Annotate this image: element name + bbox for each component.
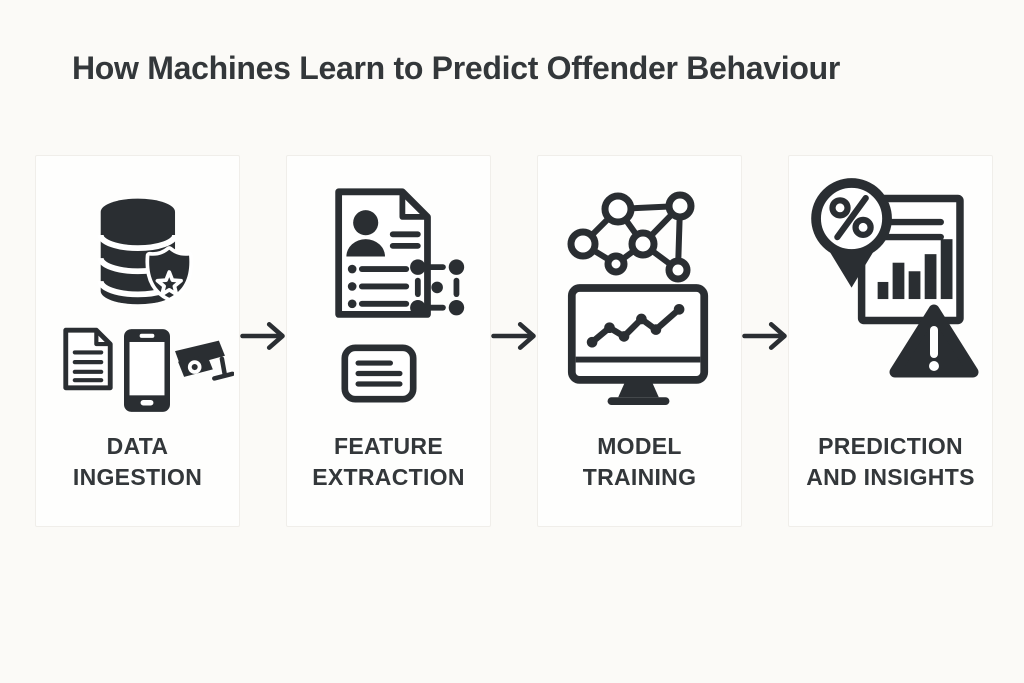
notes-icon bbox=[341, 344, 417, 403]
profile-document-icon bbox=[335, 188, 465, 318]
stage-label: PREDICTION AND INSIGHTS bbox=[806, 433, 975, 491]
cctv-camera-icon bbox=[175, 340, 234, 381]
line-chart-icon bbox=[586, 304, 685, 348]
stage-prediction-insights: PREDICTION AND INSIGHTS bbox=[788, 155, 993, 527]
stage-feature-extraction: FEATURE EXTRACTION bbox=[286, 155, 491, 527]
stage-data-ingestion: DATA INGESTION bbox=[35, 155, 240, 527]
feature-grid-icon bbox=[410, 259, 465, 316]
monitor-line-chart-icon bbox=[567, 284, 709, 406]
document-icon bbox=[63, 327, 113, 391]
network-graph-icon bbox=[567, 191, 695, 283]
stage-label: MODEL TRAINING bbox=[582, 433, 697, 491]
smartphone-icon bbox=[124, 329, 170, 412]
percent-pin-icon bbox=[811, 178, 892, 288]
stage-model-training: MODEL TRAINING bbox=[537, 155, 742, 527]
page-title: How Machines Learn to Predict Offender B… bbox=[72, 50, 840, 86]
right-arrow-icon bbox=[491, 322, 536, 350]
warning-triangle-icon bbox=[889, 304, 979, 378]
percent-icon bbox=[829, 194, 874, 241]
right-arrow-icon bbox=[742, 322, 787, 350]
stage-label: DATA INGESTION bbox=[72, 433, 203, 491]
stage-label: FEATURE EXTRACTION bbox=[312, 433, 465, 491]
right-arrow-icon bbox=[240, 322, 285, 350]
database-icon bbox=[97, 198, 194, 305]
police-badge-icon bbox=[145, 246, 194, 302]
bar-chart-icon bbox=[877, 239, 953, 300]
